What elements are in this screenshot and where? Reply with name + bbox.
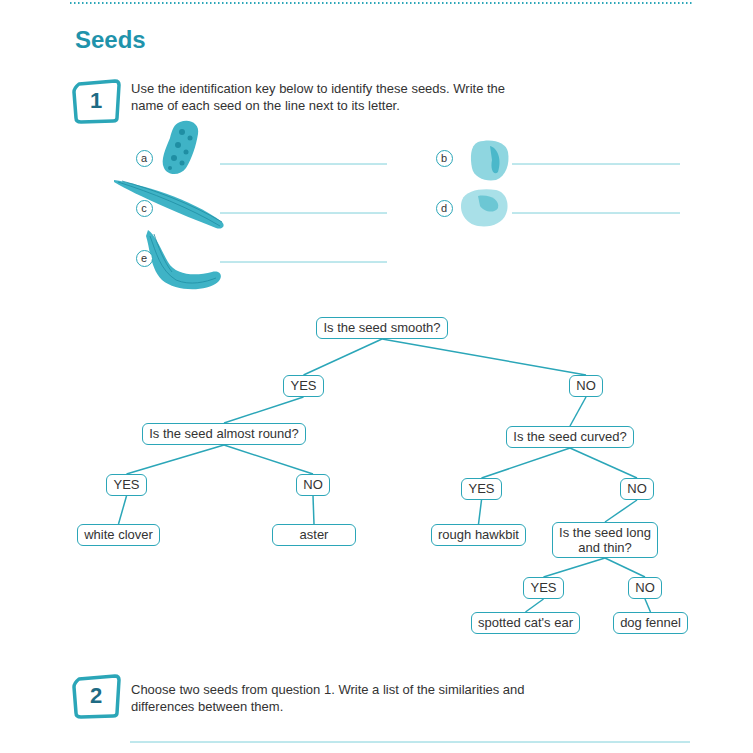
question-number: 1 bbox=[71, 78, 121, 124]
key-connector bbox=[570, 397, 586, 426]
answer-box: white clover bbox=[77, 524, 160, 546]
key-text: NO bbox=[635, 580, 655, 596]
seed-letter: b bbox=[437, 151, 452, 165]
answer-box: NO bbox=[296, 474, 330, 496]
question-box: Is the seed curved? bbox=[506, 426, 634, 448]
key-connector bbox=[382, 339, 586, 375]
key-text: NO bbox=[303, 477, 323, 493]
worksheet-title: Seeds bbox=[75, 26, 146, 54]
key-text: Is the seed long and thin? bbox=[559, 525, 651, 555]
question-box: Is the seed almost round? bbox=[142, 423, 306, 445]
key-connector bbox=[479, 500, 482, 524]
answer-box: aster bbox=[272, 524, 356, 546]
key-connector bbox=[570, 448, 637, 478]
key-text: Is the seed smooth? bbox=[323, 320, 440, 336]
key-connector bbox=[645, 599, 651, 612]
key-text: Is the seed curved? bbox=[513, 429, 626, 445]
answer-box: NO bbox=[620, 478, 654, 500]
answer-box: YES bbox=[283, 375, 324, 397]
key-text: NO bbox=[627, 481, 647, 497]
key-connector bbox=[224, 445, 313, 474]
seed-b bbox=[471, 140, 509, 180]
key-text: YES bbox=[530, 580, 556, 596]
key-connector bbox=[127, 445, 225, 474]
key-text: Is the seed almost round? bbox=[149, 426, 299, 442]
seed-letter: d bbox=[437, 201, 452, 215]
seed-letter: e bbox=[137, 251, 152, 265]
key-connector bbox=[544, 558, 606, 577]
question-number-text: 2 bbox=[71, 673, 121, 719]
key-connector bbox=[526, 599, 544, 612]
key-connector bbox=[119, 496, 127, 524]
letter-circle: c bbox=[136, 200, 153, 217]
key-text: rough hawkbit bbox=[438, 527, 519, 543]
key-connector bbox=[224, 397, 304, 423]
instruction-text: Choose two seeds from question 1. Write … bbox=[131, 681, 551, 715]
key-text: dog fennel bbox=[620, 615, 681, 631]
key-text: YES bbox=[290, 378, 316, 394]
answer-box: rough hawkbit bbox=[431, 524, 526, 546]
key-connector bbox=[605, 500, 637, 522]
key-text: white clover bbox=[84, 527, 153, 543]
letter-circle: e bbox=[136, 250, 153, 267]
answer-box: YES bbox=[106, 474, 147, 496]
answer-box: YES bbox=[461, 478, 502, 500]
seed-letter: a bbox=[137, 151, 152, 165]
key-connector bbox=[313, 496, 314, 524]
answer-box: dog fennel bbox=[613, 612, 688, 634]
key-text: aster bbox=[300, 527, 329, 543]
key-text: NO bbox=[576, 378, 596, 394]
answer-box: spotted cat's ear bbox=[471, 612, 580, 634]
key-text: spotted cat's ear bbox=[478, 615, 573, 631]
answer-box: NO bbox=[628, 577, 662, 599]
instruction-text: Use the identification key below to iden… bbox=[131, 80, 531, 114]
seed-c bbox=[114, 180, 224, 229]
seed-d bbox=[461, 189, 508, 226]
letter-circle: d bbox=[436, 200, 453, 217]
answer-lines bbox=[220, 164, 680, 262]
letter-circle: a bbox=[136, 150, 153, 167]
question-box: Is the seed long and thin? bbox=[552, 522, 658, 558]
seed-e bbox=[146, 230, 221, 289]
key-connector bbox=[304, 339, 383, 375]
seed-a bbox=[163, 121, 199, 174]
key-connector bbox=[482, 448, 571, 478]
dotted-rule bbox=[70, 2, 692, 4]
question-box: Is the seed smooth? bbox=[316, 317, 448, 339]
letter-circle: b bbox=[436, 150, 453, 167]
question-number-text: 1 bbox=[71, 78, 121, 124]
key-text: YES bbox=[113, 477, 139, 493]
key-connector bbox=[605, 558, 645, 577]
answer-box: YES bbox=[523, 577, 564, 599]
answer-box: NO bbox=[569, 375, 603, 397]
answer-line bbox=[130, 742, 690, 743]
seed-letter: c bbox=[137, 201, 152, 215]
question-number: 2 bbox=[71, 673, 121, 719]
key-text: YES bbox=[468, 481, 494, 497]
